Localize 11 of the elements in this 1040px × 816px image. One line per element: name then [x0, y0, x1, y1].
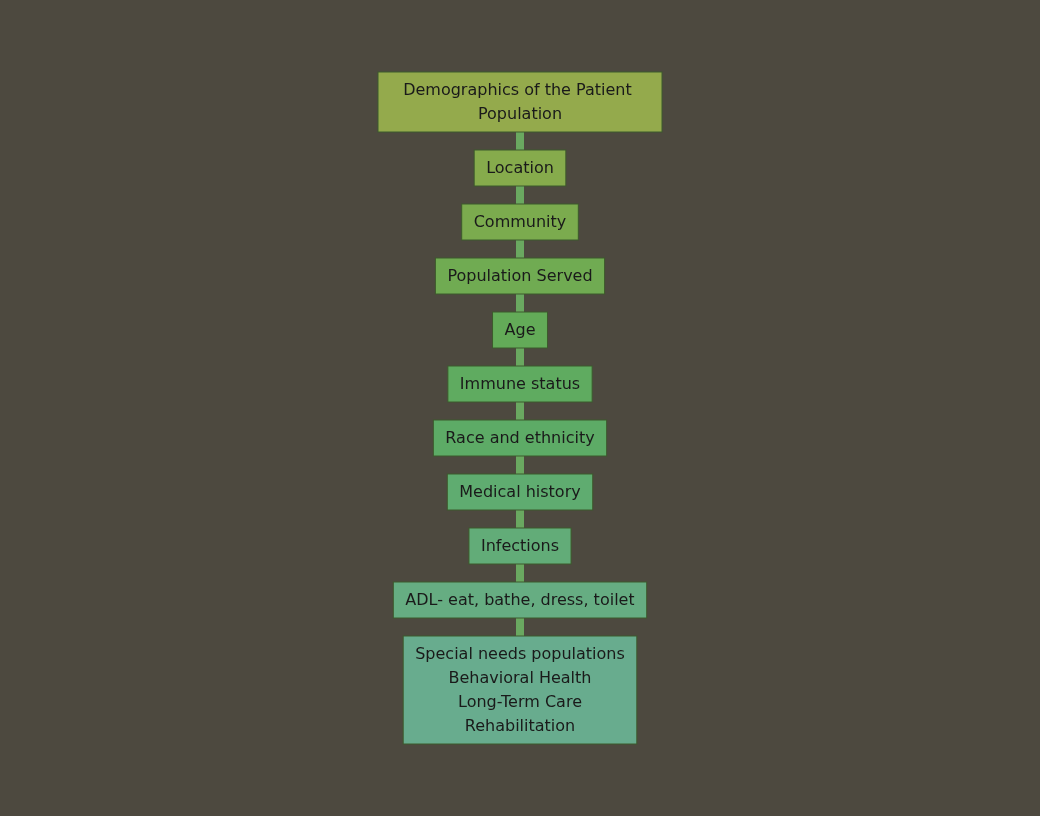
node-box: Age: [492, 311, 548, 349]
node-box: Infections: [468, 527, 572, 565]
node-box: Community: [461, 203, 579, 241]
node-box: Location: [473, 149, 567, 187]
node-box: Special needs populations Behavioral Health Long-Term Care Rehabilitation: [402, 635, 638, 745]
node-box: ADL- eat, bathe, dress, toilet: [392, 581, 648, 619]
node-box: Demographics of the Patient Population: [377, 71, 663, 133]
node-box: Population Served: [434, 257, 606, 295]
node-box: Race and ethnicity: [432, 419, 608, 457]
node-box: Immune status: [447, 365, 593, 403]
node-box: Medical history: [446, 473, 594, 511]
